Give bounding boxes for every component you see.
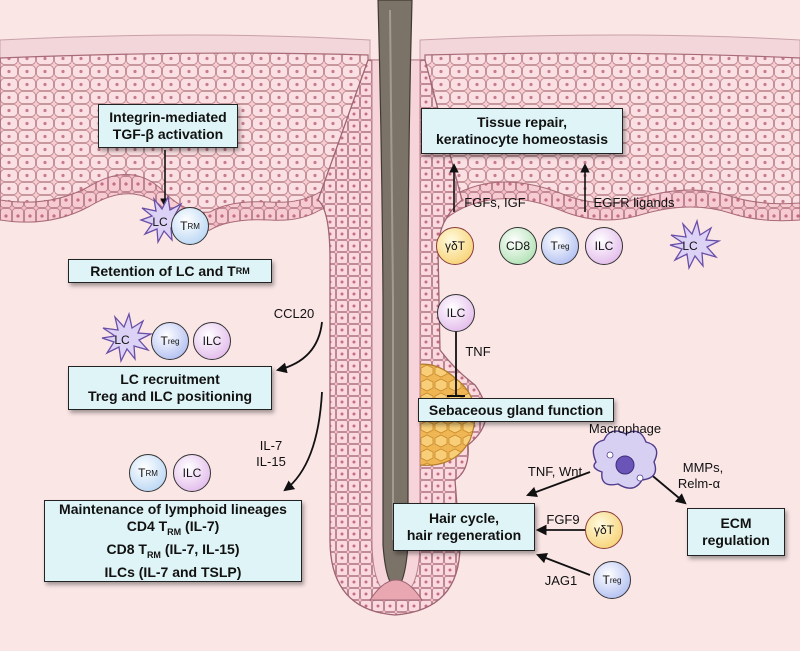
- ilc-cell-bottom: ILC: [173, 454, 211, 492]
- jag1-label: JAG1: [544, 573, 578, 588]
- ilc-cell-middle: ILC: [193, 322, 231, 360]
- fgf9-label: FGF9: [546, 512, 580, 527]
- retention-subscript: RM: [235, 265, 250, 276]
- tnf-wnt-label: TNF, Wnt: [527, 464, 583, 479]
- tnf-sebaceous-label: TNF: [465, 344, 491, 359]
- il15-label: IL-15: [256, 454, 286, 469]
- maint-line3: CD8 TRM (IL-7, IL-15): [106, 541, 240, 560]
- ccl20-label: CCL20: [273, 306, 315, 321]
- egfr-ligands-label: EGFR ligands: [593, 195, 675, 210]
- lc-label-middle: LC: [114, 333, 130, 347]
- integrin-line2: TGF-β activation: [112, 126, 224, 142]
- lc-recruitment-box: LC recruitment Treg and ILC positioning: [68, 366, 272, 410]
- hair-shaft: [377, 0, 413, 589]
- macrophage-label: Macrophage: [588, 421, 662, 436]
- il7-label: IL-7: [259, 438, 283, 453]
- lc-label-right: LC: [682, 239, 698, 253]
- integrin-tgf-beta-box: Integrin-mediated TGF-β activation: [98, 104, 238, 148]
- mmps-label: MMPs,: [682, 460, 724, 475]
- hair-line2: hair regeneration: [406, 527, 522, 543]
- gdt-cell-hair: γδT: [585, 511, 623, 549]
- maintenance-box: Maintenance of lymphoid lineages CD4 TRM…: [44, 500, 302, 582]
- tissue-repair-box: Tissue repair, keratinocyte homeostasis: [421, 108, 623, 154]
- gdt-cell-top: γδT: [436, 227, 474, 265]
- lc-cell-middle: [101, 311, 154, 364]
- macrophage-cell: [592, 430, 658, 489]
- ecm-line2: regulation: [702, 532, 770, 548]
- ecm-box: ECM regulation: [687, 508, 785, 556]
- retention-label: Retention of LC and T: [90, 262, 236, 279]
- lc-label-top: LC: [152, 215, 168, 229]
- recruit-line1: LC recruitment: [120, 371, 220, 387]
- fgfs-igf-label: FGFs, IGF: [464, 195, 526, 210]
- hair-line1: Hair cycle,: [428, 510, 500, 526]
- repair-line1: Tissue repair,: [476, 114, 567, 130]
- sebaceous-box: Sebaceous gland function: [418, 398, 614, 422]
- integrin-line1: Integrin-mediated: [109, 109, 227, 125]
- cd8-cell: CD8: [499, 227, 537, 265]
- ecm-line1: ECM: [720, 515, 752, 531]
- relm-alpha-label: Relm-α: [677, 476, 721, 491]
- lc-cell-right: [669, 218, 722, 271]
- ilc-cell-right: ILC: [585, 227, 623, 265]
- repair-line2: keratinocyte homeostasis: [436, 131, 608, 147]
- maint-line2: CD4 TRM (IL-7): [126, 518, 220, 537]
- maint-line4: ILCs (IL-7 and TSLP): [104, 563, 242, 580]
- sebaceous-label: Sebaceous gland function: [428, 401, 604, 418]
- recruit-line2: Treg and ILC positioning: [87, 388, 253, 404]
- ilc-cell-sebaceous: ILC: [437, 294, 475, 332]
- maint-line1: Maintenance of lymphoid lineages: [59, 501, 287, 518]
- hair-cycle-box: Hair cycle, hair regeneration: [393, 503, 535, 551]
